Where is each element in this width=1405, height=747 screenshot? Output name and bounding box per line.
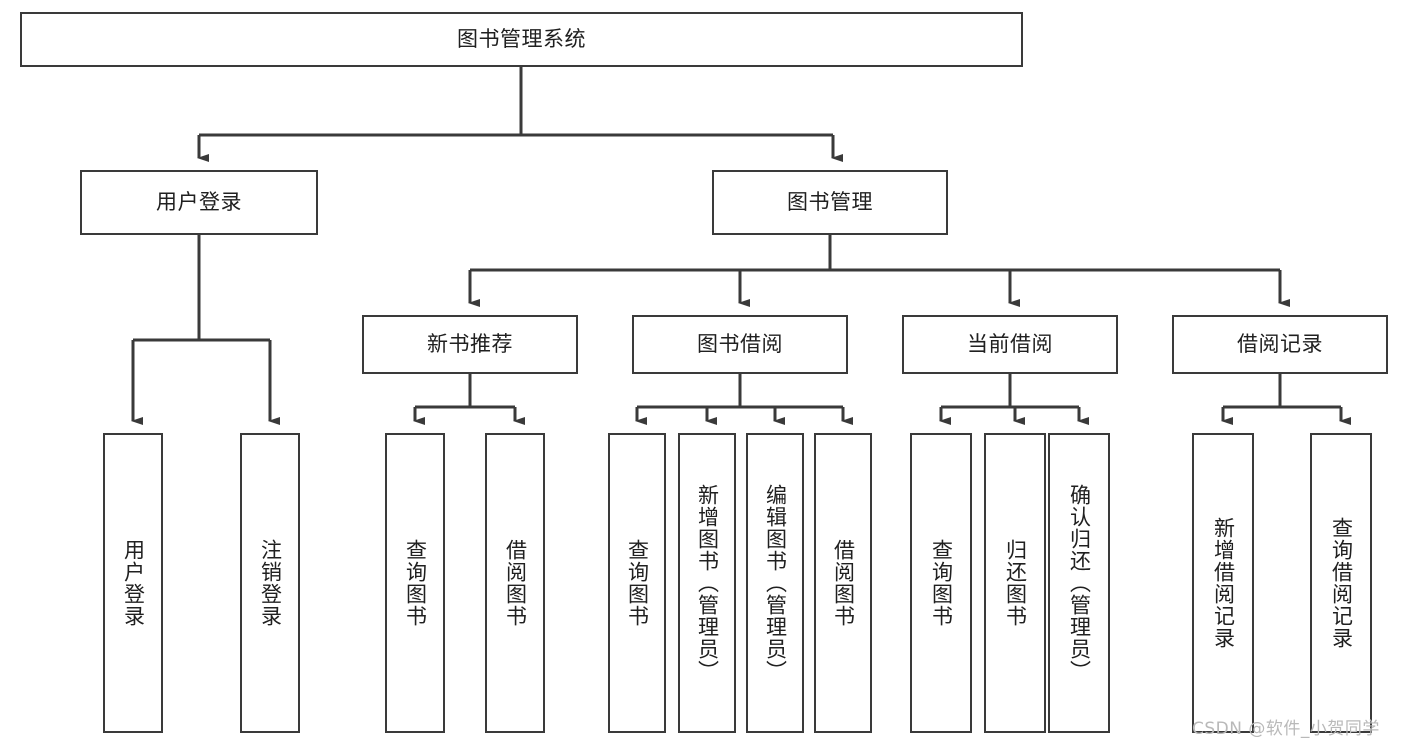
leaf-query-book-3[interactable]: 查询图书 [910, 433, 972, 733]
leaf-label: 借阅图书 [503, 539, 528, 627]
leaf-edit-book[interactable]: 编辑图书（管理员） [746, 433, 804, 733]
leaf-label: 借阅图书 [831, 539, 856, 627]
csdn-watermark: CSDN @软件_小贺同学 [1192, 719, 1380, 739]
node-label: 用户登录 [156, 189, 242, 214]
node-book-borrow[interactable]: 图书借阅 [632, 315, 848, 374]
node-label: 图书管理 [787, 189, 873, 214]
leaf-label: 查询借阅记录 [1329, 517, 1354, 649]
leaf-query-book-2[interactable]: 查询图书 [608, 433, 666, 733]
node-current-borrow[interactable]: 当前借阅 [902, 315, 1118, 374]
leaf-label: 编辑图书（管理员） [763, 484, 788, 682]
node-root-system[interactable]: 图书管理系统 [20, 12, 1023, 67]
node-label: 当前借阅 [967, 331, 1053, 356]
node-new-book-recommend[interactable]: 新书推荐 [362, 315, 578, 374]
leaf-add-book[interactable]: 新增图书（管理员） [678, 433, 736, 733]
leaf-label: 查询图书 [625, 539, 650, 627]
leaf-label: 查询图书 [403, 539, 428, 627]
leaf-borrow-book-2[interactable]: 借阅图书 [814, 433, 872, 733]
leaf-query-record[interactable]: 查询借阅记录 [1310, 433, 1372, 733]
leaf-user-login[interactable]: 用户登录 [103, 433, 163, 733]
leaf-return-book[interactable]: 归还图书 [984, 433, 1046, 733]
leaf-label: 注销登录 [258, 539, 283, 627]
leaf-query-book-1[interactable]: 查询图书 [385, 433, 445, 733]
leaf-label: 新增借阅记录 [1211, 517, 1236, 649]
node-label: 新书推荐 [427, 331, 513, 356]
leaf-label: 查询图书 [929, 539, 954, 627]
leaf-logout[interactable]: 注销登录 [240, 433, 300, 733]
leaf-label: 归还图书 [1003, 539, 1028, 627]
leaf-label: 确认归还（管理员） [1067, 484, 1092, 682]
leaf-add-record[interactable]: 新增借阅记录 [1192, 433, 1254, 733]
leaf-confirm-return[interactable]: 确认归还（管理员） [1048, 433, 1110, 733]
node-label: 图书借阅 [697, 331, 783, 356]
node-label: 借阅记录 [1237, 331, 1323, 356]
node-book-manage[interactable]: 图书管理 [712, 170, 948, 235]
leaf-label: 用户登录 [121, 539, 146, 627]
leaf-borrow-book-1[interactable]: 借阅图书 [485, 433, 545, 733]
leaf-label: 新增图书（管理员） [695, 484, 720, 682]
node-label: 图书管理系统 [457, 26, 586, 51]
node-user-login[interactable]: 用户登录 [80, 170, 318, 235]
node-borrow-record[interactable]: 借阅记录 [1172, 315, 1388, 374]
